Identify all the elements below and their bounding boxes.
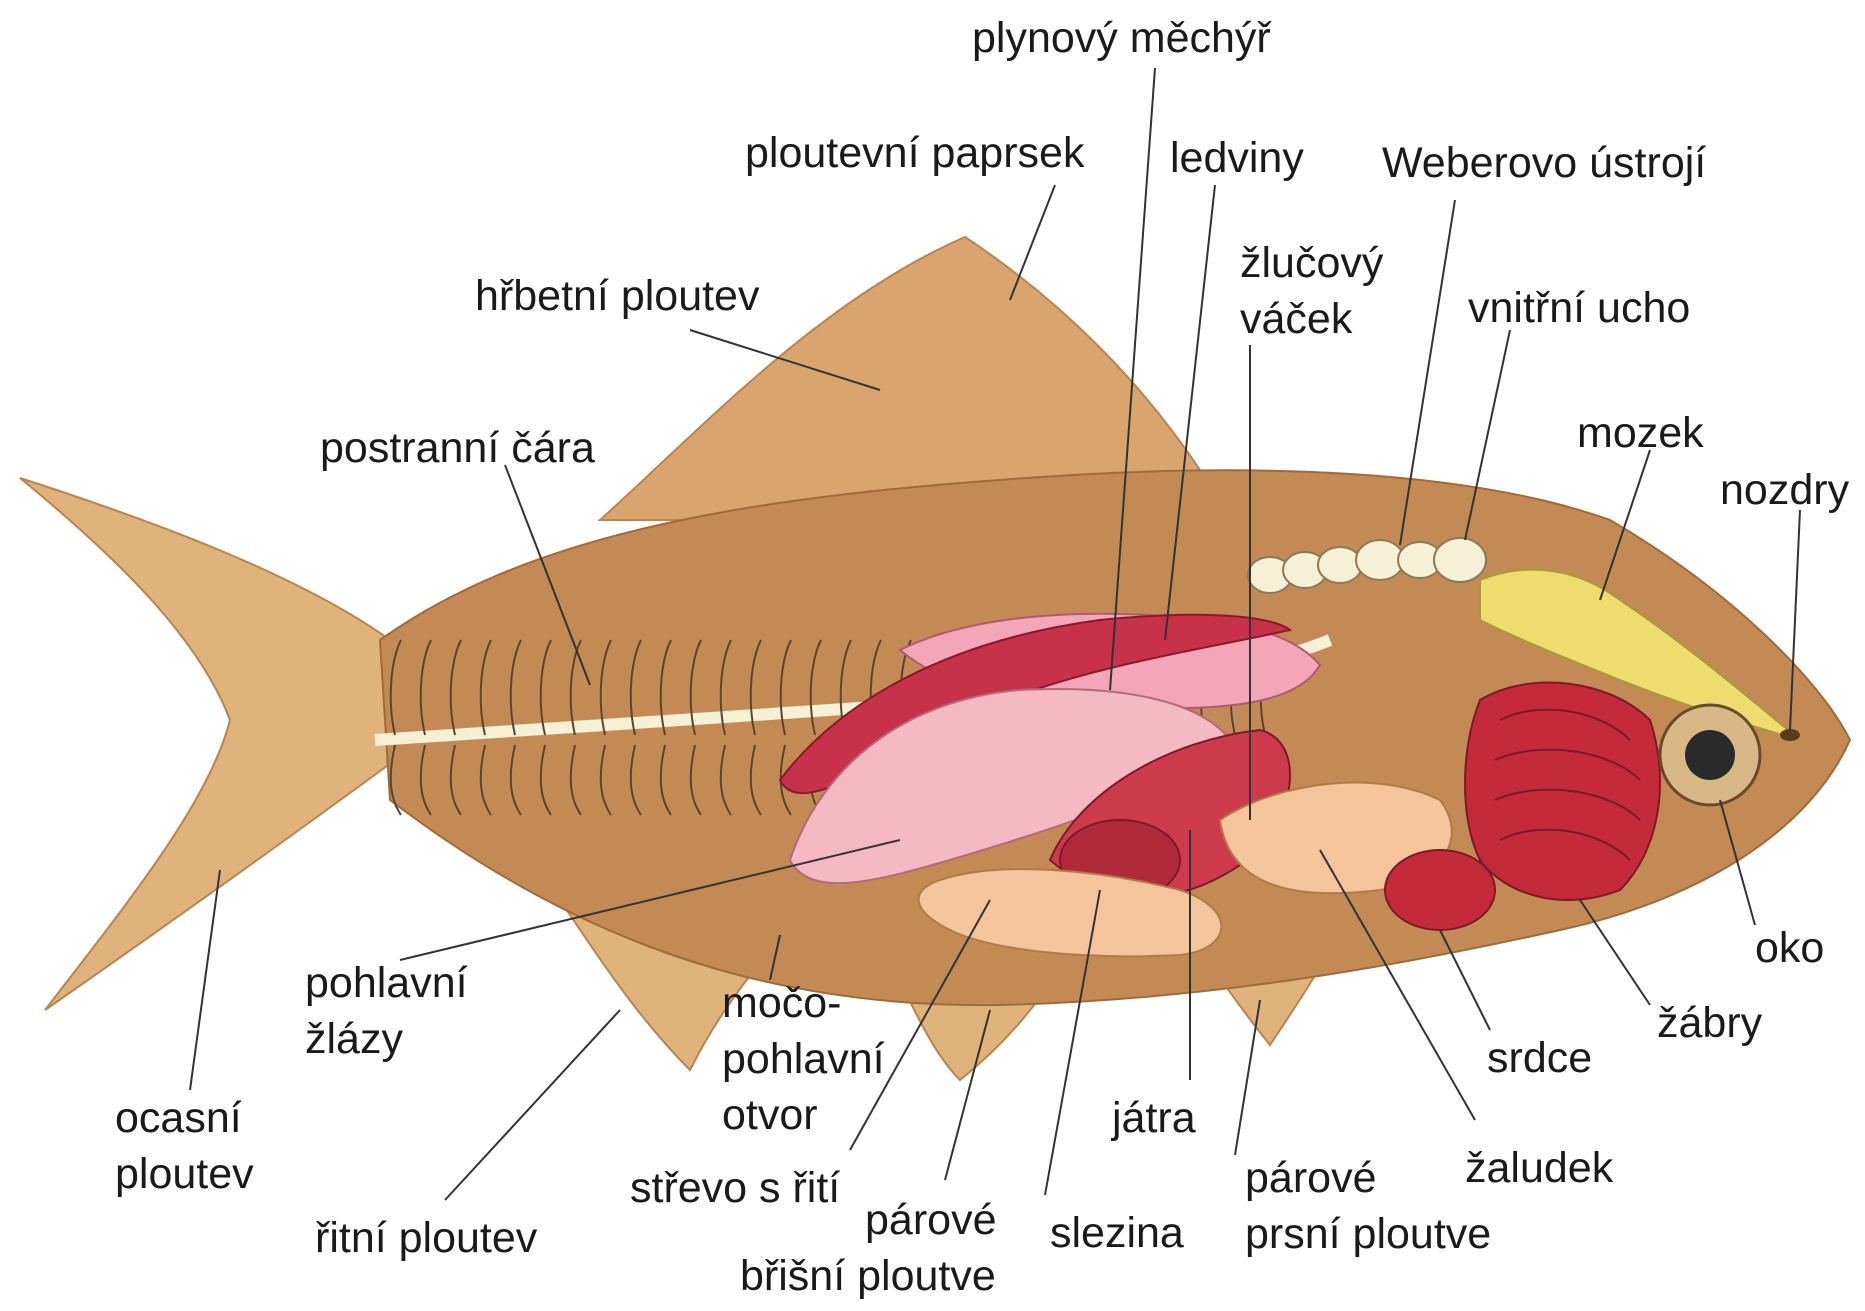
label-postranni-cara: postranní čára: [320, 420, 595, 476]
caudal-fin: [20, 478, 395, 1010]
label-parove-prsni-ploutve-line2: prsní ploutve: [1245, 1206, 1491, 1262]
label-zabry-text: žábry: [1657, 995, 1762, 1051]
label-mocopohlavni-otvor-line3: otvor: [722, 1087, 885, 1143]
label-strevo-s-riti-text: střevo s řití: [630, 1160, 840, 1216]
label-parove-brisni-ploutve-line2: břišní ploutve: [740, 1248, 996, 1304]
label-jatra: játra: [1112, 1090, 1196, 1146]
label-parove-prsni-ploutve: párové prsní ploutve: [1245, 1150, 1491, 1262]
label-plynovy-mechyr-text: plynový měchýř: [972, 10, 1271, 66]
label-mocopohlavni-otvor: močo- pohlavní otvor: [722, 975, 885, 1143]
label-ocasni-ploutev: ocasní ploutev: [115, 1090, 254, 1202]
label-mozek-text: mozek: [1577, 405, 1704, 461]
label-postranni-cara-text: postranní čára: [320, 420, 595, 476]
label-pohlavni-zlazy-line1: pohlavní: [305, 955, 468, 1011]
label-ploutevni-paprsek: ploutevní paprsek: [745, 125, 1084, 181]
nostril-shape: [1780, 729, 1800, 741]
label-zlucovy-vacek-line2: váček: [1240, 291, 1383, 347]
label-ocasni-ploutev-line1: ocasní: [115, 1090, 254, 1146]
leader-ploutevni-paprsek: [1010, 185, 1055, 300]
label-jatra-text: játra: [1112, 1090, 1196, 1146]
label-hrbetni-ploutev-text: hřbetní ploutev: [475, 268, 759, 324]
label-oko-text: oko: [1755, 920, 1824, 976]
heart-shape: [1385, 850, 1495, 930]
label-vnitrni-ucho-text: vnitřní ucho: [1468, 280, 1690, 336]
label-ledviny-text: ledviny: [1170, 130, 1304, 186]
label-hrbetni-ploutev: hřbetní ploutev: [475, 268, 759, 324]
label-vnitrni-ucho: vnitřní ucho: [1468, 280, 1690, 336]
gills-shape: [1465, 683, 1660, 900]
label-mocopohlavni-otvor-line2: pohlavní: [722, 1031, 885, 1087]
label-strevo-s-riti: střevo s řití: [630, 1160, 840, 1216]
label-nozdry: nozdry: [1720, 462, 1849, 518]
label-ritni-ploutev-text: řitní ploutev: [315, 1210, 537, 1266]
label-slezina: slezina: [1050, 1205, 1184, 1261]
label-pohlavni-zlazy-line2: žlázy: [305, 1011, 468, 1067]
label-ocasni-ploutev-line2: ploutev: [115, 1146, 254, 1202]
label-weberovo-ustroji: Weberovo ústrojí: [1382, 135, 1706, 191]
leader-parove-prsni-ploutve: [1235, 1000, 1260, 1155]
label-pohlavni-zlazy: pohlavní žlázy: [305, 955, 468, 1067]
label-srdce: srdce: [1487, 1030, 1592, 1086]
label-zabry: žábry: [1657, 995, 1762, 1051]
label-zlucovy-vacek-line1: žlučový: [1240, 235, 1383, 291]
label-ledviny: ledviny: [1170, 130, 1304, 186]
label-oko: oko: [1755, 920, 1824, 976]
label-ploutevni-paprsek-text: ploutevní paprsek: [745, 125, 1084, 181]
label-ritni-ploutev: řitní ploutev: [315, 1210, 537, 1266]
label-plynovy-mechyr: plynový měchýř: [972, 10, 1271, 66]
label-parove-prsni-ploutve-line1: párové: [1245, 1150, 1491, 1206]
label-srdce-text: srdce: [1487, 1030, 1592, 1086]
label-zlucovy-vacek: žlučový váček: [1240, 235, 1383, 347]
label-weberovo-ustroji-text: Weberovo ústrojí: [1382, 135, 1706, 191]
label-mocopohlavni-otvor-line1: močo-: [722, 975, 885, 1031]
eye-shape: [1660, 705, 1760, 805]
label-mozek: mozek: [1577, 405, 1704, 461]
leader-ritni-ploutev: [445, 1010, 620, 1200]
label-nozdry-text: nozdry: [1720, 462, 1849, 518]
label-slezina-text: slezina: [1050, 1205, 1184, 1261]
